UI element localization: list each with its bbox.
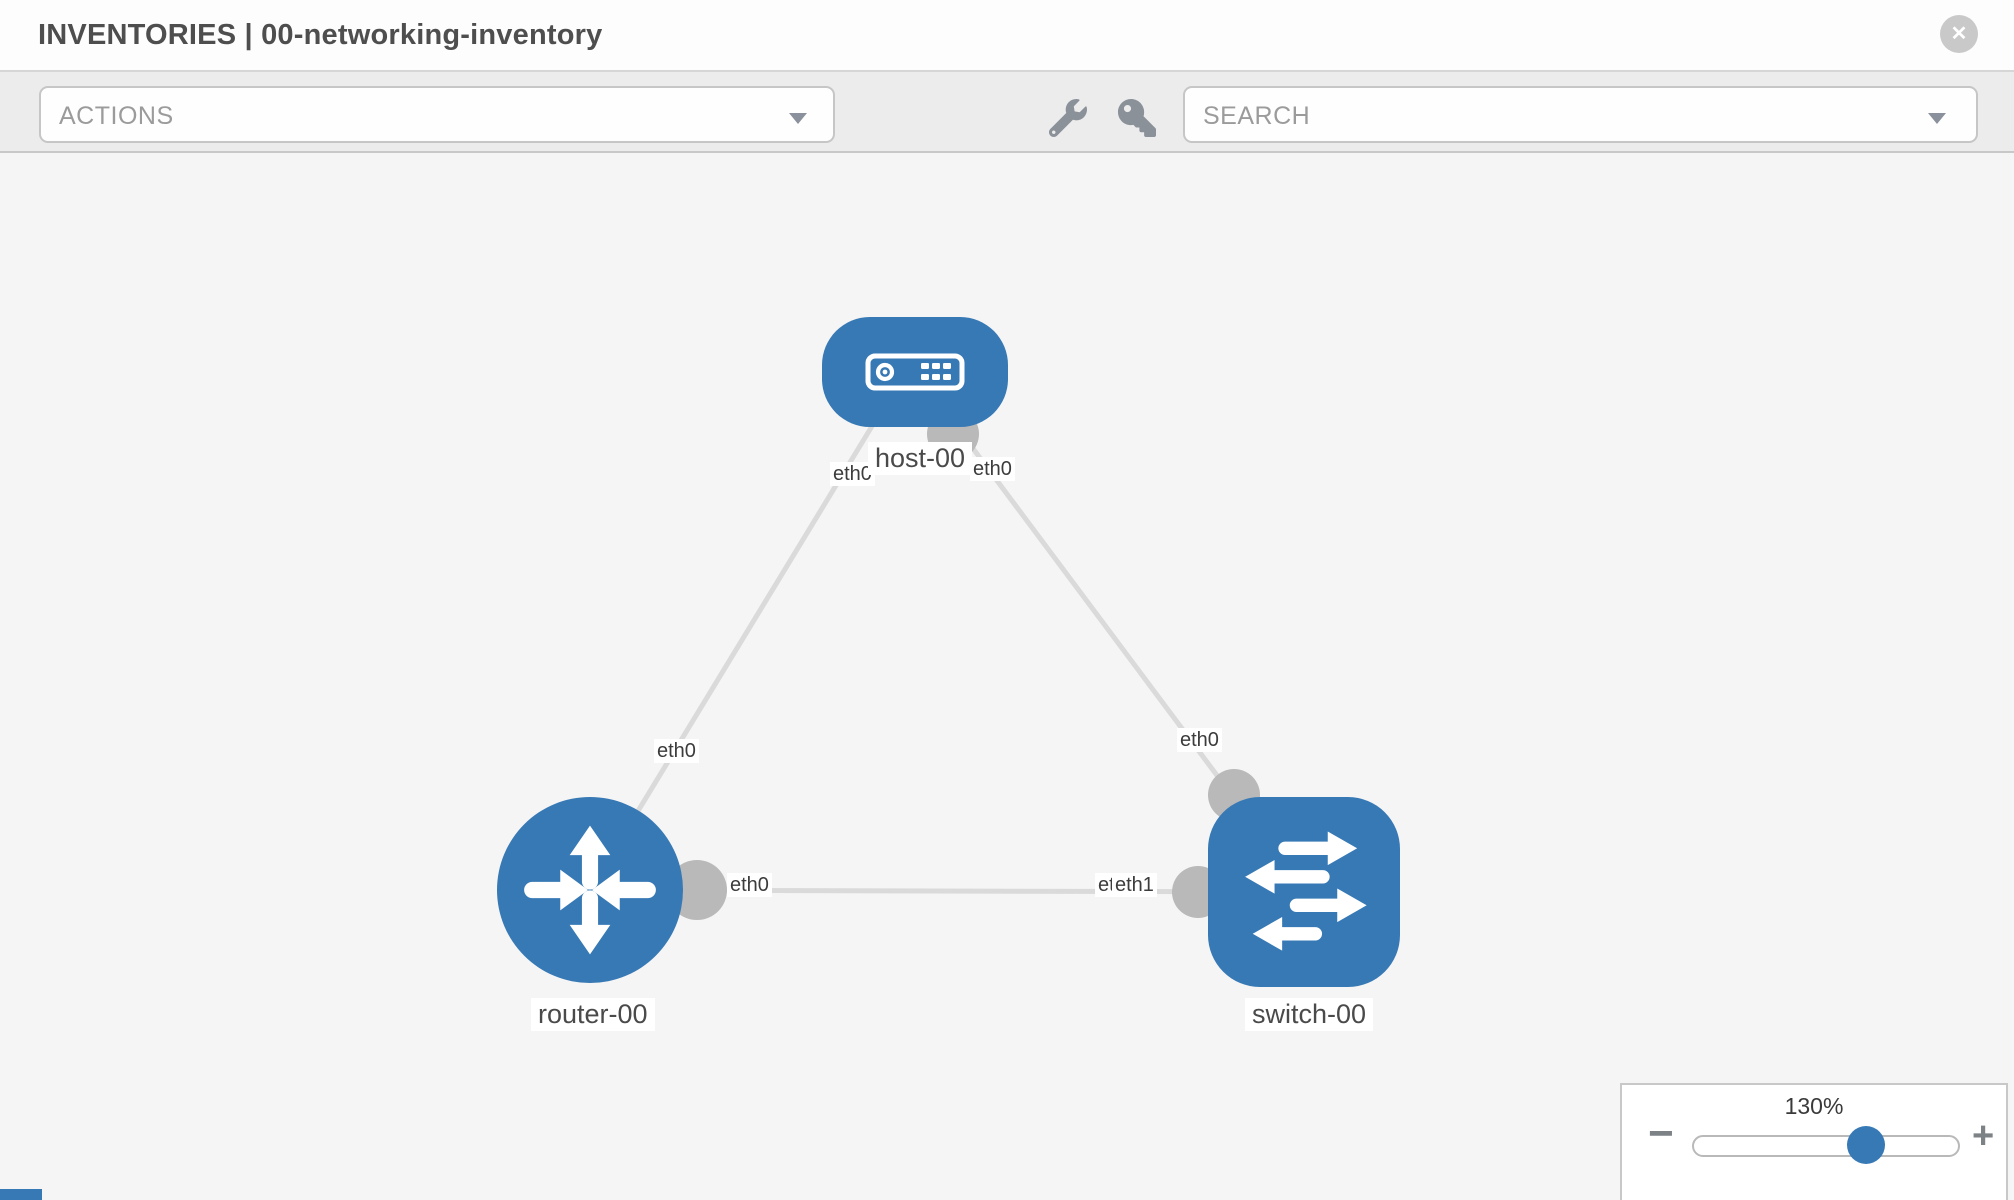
search-dropdown-label: SEARCH bbox=[1203, 102, 1311, 130]
chevron-down-icon bbox=[1928, 113, 1946, 124]
close-icon[interactable]: ✕ bbox=[1940, 15, 1978, 53]
zoom-slider-handle[interactable] bbox=[1847, 1126, 1885, 1164]
wrench-icon[interactable] bbox=[1048, 99, 1087, 138]
bottom-left-blue-strip bbox=[0, 1189, 42, 1200]
zoom-panel: 130% − + bbox=[1620, 1083, 2008, 1200]
links-layer bbox=[587, 408, 1307, 920]
zoom-out-button[interactable]: − bbox=[1648, 1109, 1674, 1158]
node-label-switch-00: switch-00 bbox=[1245, 998, 1374, 1031]
link-endpoint-circle bbox=[667, 860, 727, 920]
interface-label: eth0 bbox=[970, 457, 1015, 481]
key-icon[interactable] bbox=[1118, 99, 1156, 137]
actions-dropdown[interactable]: ACTIONS bbox=[39, 86, 835, 143]
host-icon bbox=[865, 353, 965, 391]
node-label-router-00: router-00 bbox=[531, 998, 655, 1031]
interface-label: eth0 bbox=[1177, 728, 1222, 752]
zoom-in-button[interactable]: + bbox=[1972, 1115, 1995, 1157]
search-dropdown[interactable]: SEARCH bbox=[1183, 86, 1978, 143]
header-bar: INVENTORIES | 00-networking-inventory ✕ bbox=[0, 0, 2014, 72]
interface-label: eth1 bbox=[1112, 873, 1157, 897]
topology-canvas[interactable]: 130% − + eth0eth0eth0eth0eth0eth0eth1hos… bbox=[0, 153, 2014, 1200]
interface-label: eth0 bbox=[830, 462, 875, 486]
router-icon bbox=[524, 825, 656, 955]
node-label-host-00: host-00 bbox=[868, 442, 973, 475]
actions-dropdown-label: ACTIONS bbox=[59, 102, 174, 130]
zoom-level-value: 130% bbox=[1784, 1093, 1844, 1119]
zoom-slider-track[interactable] bbox=[1692, 1126, 1960, 1164]
node-host-00[interactable] bbox=[822, 317, 1008, 427]
switch-icon bbox=[1245, 831, 1367, 951]
node-router-00[interactable] bbox=[497, 797, 683, 983]
interface-label: eth0 bbox=[727, 873, 772, 897]
node-switch-00[interactable] bbox=[1208, 797, 1400, 987]
interface-label: eth0 bbox=[654, 739, 699, 763]
toolbar: ACTIONS SEARCH bbox=[0, 72, 2014, 153]
page-title: INVENTORIES | 00-networking-inventory bbox=[38, 19, 603, 51]
chevron-down-icon bbox=[789, 113, 807, 124]
